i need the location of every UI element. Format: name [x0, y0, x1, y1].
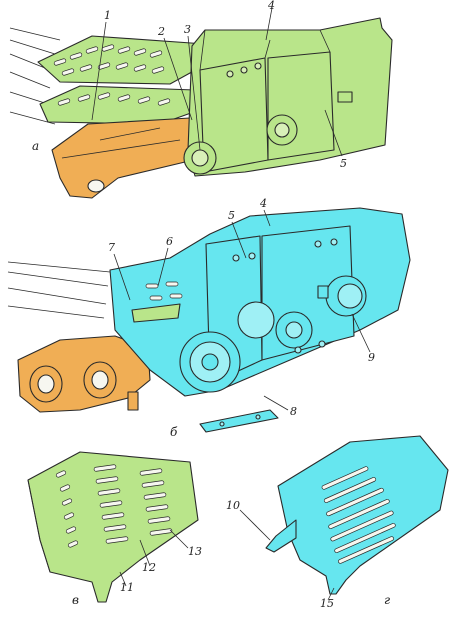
view-a-chain-link [51, 117, 206, 199]
callout-1: 1 [104, 9, 111, 22]
view-a-assembly [9, 17, 393, 199]
callout-10: 10 [226, 499, 240, 512]
view-v-grate-plate [27, 451, 199, 603]
view-b-rods [7, 261, 111, 319]
view-b-assembly [7, 207, 411, 433]
callout-8: 8 [290, 405, 297, 418]
callout-12: 12 [142, 561, 156, 574]
view-g-slots [321, 466, 396, 564]
callout-13: 13 [188, 545, 202, 558]
callout-5-mid: 5 [228, 209, 235, 222]
callout-2: 2 [158, 25, 165, 38]
view-a-housing [183, 17, 393, 177]
callout-15: 15 [320, 597, 334, 610]
view-label-v: в [72, 593, 79, 607]
view-a-slots-upper [53, 44, 165, 76]
view-label-g: г [384, 593, 391, 607]
view-a-grate-plate-lower [39, 85, 206, 125]
callout-4-mid: 4 [260, 197, 267, 210]
view-a-rods [9, 27, 61, 125]
view-b-chain-links [17, 335, 151, 413]
callout-9: 9 [368, 351, 375, 364]
callout-3: 3 [184, 23, 191, 36]
view-b-housing [109, 207, 411, 397]
view-a-grate-plate-upper [37, 35, 211, 85]
view-g-grate-plate [265, 435, 449, 595]
callout-11: 11 [120, 581, 134, 594]
view-b-bar-piece [199, 409, 279, 433]
leader-lines [91, 7, 371, 601]
view-label-b: б [170, 425, 178, 439]
view-label-a: а [32, 139, 40, 153]
callout-6: 6 [166, 235, 173, 248]
callout-4-top: 4 [268, 0, 275, 12]
callout-5-top: 5 [340, 157, 347, 170]
callout-7: 7 [108, 241, 115, 254]
view-v-slots [55, 464, 173, 548]
